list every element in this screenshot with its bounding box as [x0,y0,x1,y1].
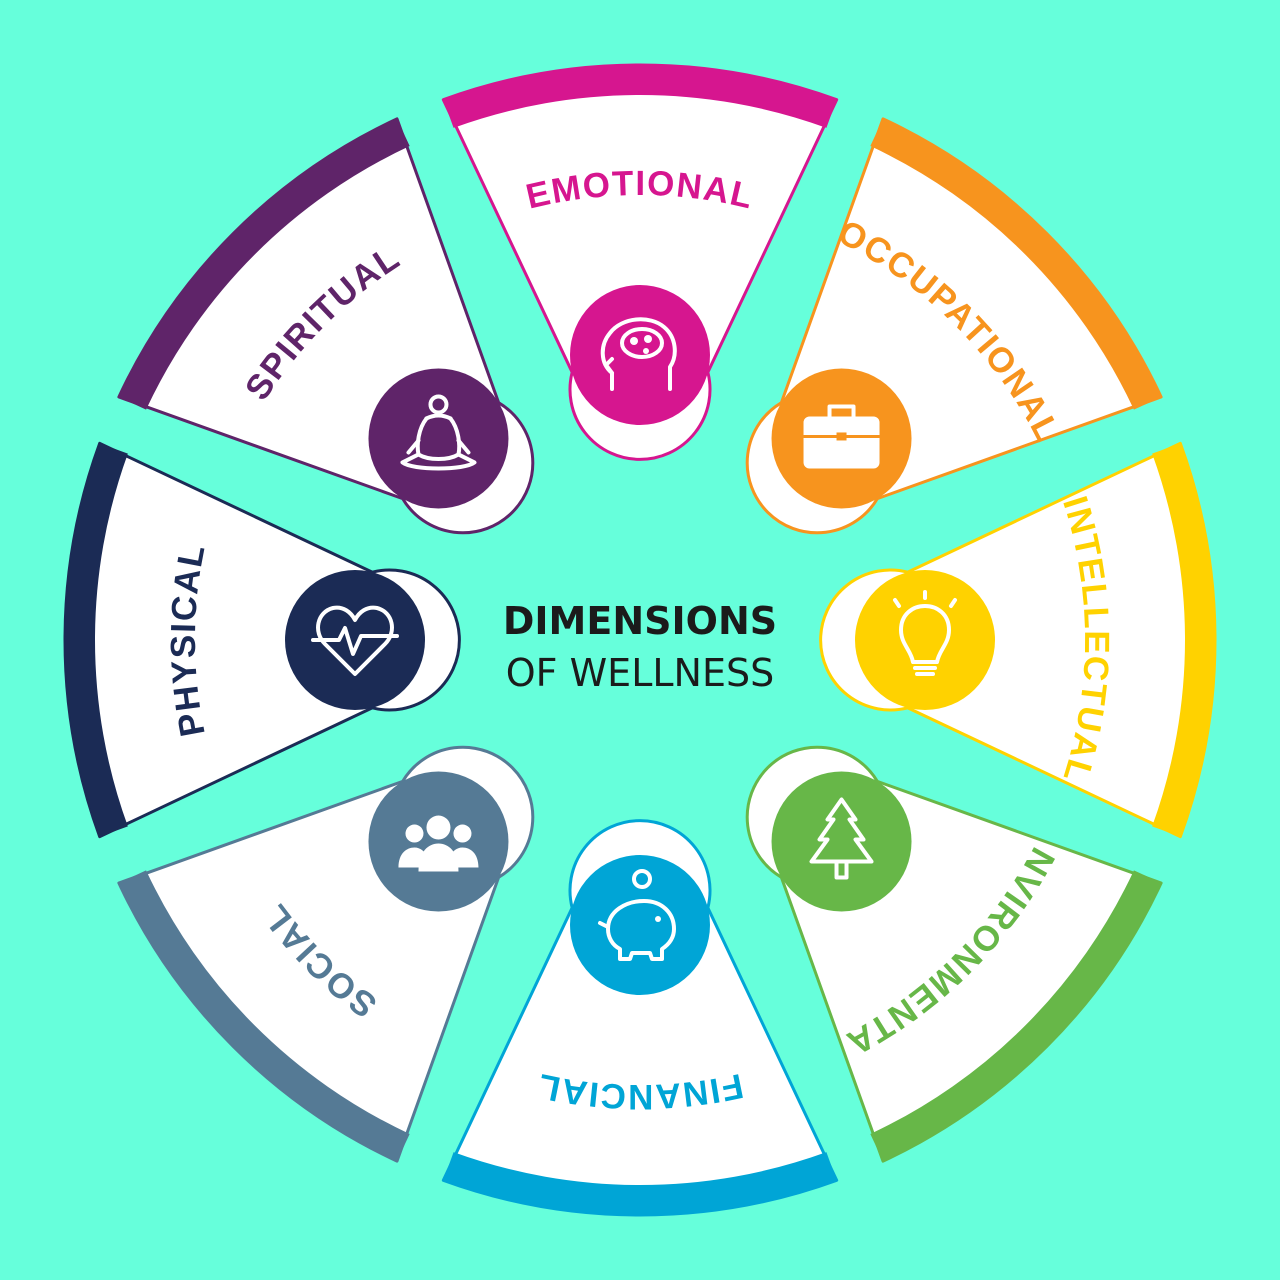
briefcase-icon [771,368,912,509]
segment-rim-emotional [443,64,837,128]
segment-financial: FINANCIAL [441,819,839,1217]
segment-rim-financial [443,1152,837,1215]
lightbulb-icon [855,570,995,710]
segment-emotional: EMOTIONAL [441,63,839,461]
people-group-icon [368,771,509,912]
center-title-line2: OF WELLNESS [506,651,774,695]
meditation-icon [368,368,509,509]
segment-rim-environmental [870,870,1162,1162]
heart-pulse-icon [285,570,425,710]
center-title: DIMENSIONS OF WELLNESS [503,599,777,695]
segment-occupational: OCCUPATIONAL [745,117,1163,535]
segment-spiritual: SPIRITUAL [117,117,535,535]
piggy-bank-icon [570,855,710,995]
head-brain-icon [570,285,710,425]
segment-rim-physical [64,443,128,837]
tree-icon [771,771,912,912]
segment-social: SOCIAL [117,745,535,1163]
center-title-line1: DIMENSIONS [503,599,777,643]
segment-rim-spiritual [118,118,410,410]
segment-intellectual: INTELLECTUAL [819,441,1217,839]
segment-rim-social [118,870,410,1162]
segment-physical: PHYSICAL [63,441,461,839]
segment-rim-intellectual [1152,443,1215,837]
segment-rim-occupational [870,118,1162,410]
